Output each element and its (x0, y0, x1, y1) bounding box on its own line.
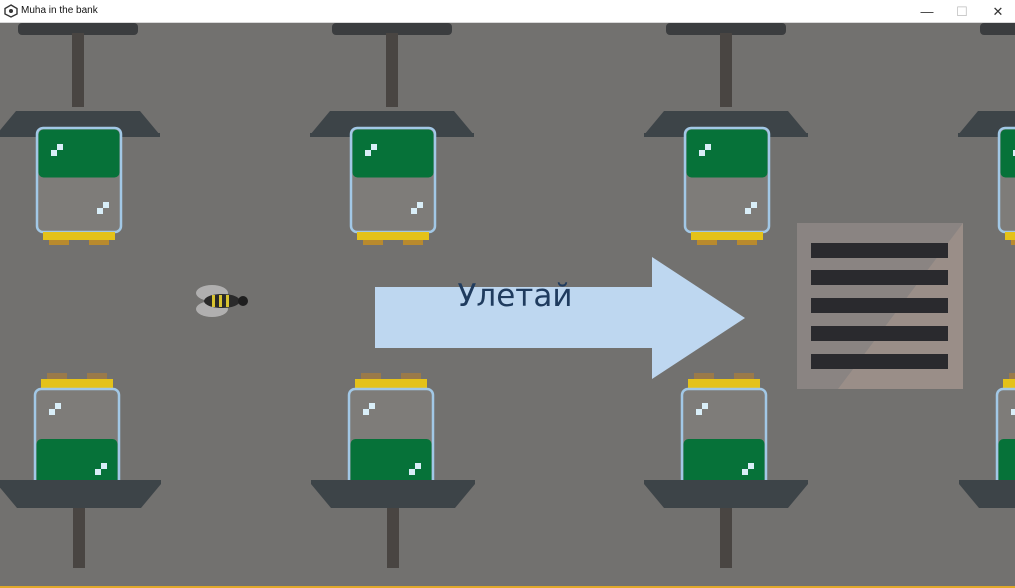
jar-station-bottom-1 (0, 371, 161, 568)
game-viewport[interactable] (0, 23, 1015, 586)
close-button[interactable]: ✕ (992, 4, 1004, 19)
vent-exit (797, 223, 963, 389)
game-scene (0, 23, 1015, 568)
jar-station-top-1 (0, 23, 160, 247)
fly-player[interactable] (196, 285, 248, 317)
window-titlebar: Muha in the bank — ☐ ✕ (0, 0, 1015, 23)
maximize-button[interactable]: ☐ (956, 4, 968, 19)
jar-station-bottom-4 (959, 371, 1015, 568)
unity-app-icon (4, 4, 18, 18)
jar-station-top-4 (958, 23, 1015, 247)
jar-station-bottom-3 (644, 371, 808, 568)
minimize-button[interactable]: — (920, 4, 934, 19)
window-bottom-border (0, 586, 1015, 588)
jar-station-bottom-2 (311, 371, 475, 568)
direction-arrow (375, 257, 745, 379)
jar-station-top-3 (644, 23, 808, 247)
jar-station-top-2 (310, 23, 474, 247)
arrow-instruction-label: Улетай (457, 278, 573, 314)
window-title: Muha in the bank (21, 5, 98, 16)
